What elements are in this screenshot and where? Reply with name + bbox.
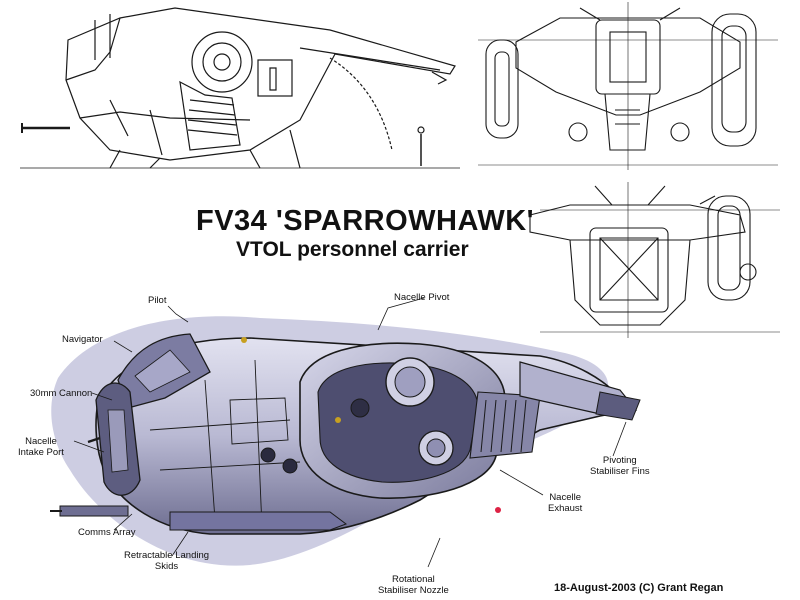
label-stabiliser-nozzle: Rotational Stabiliser Nozzle bbox=[378, 574, 449, 596]
label-nacelle-exhaust-line2: Exhaust bbox=[548, 503, 583, 514]
label-stabiliser-fins: Pivoting Stabiliser Fins bbox=[590, 455, 650, 477]
label-pilot: Pilot bbox=[148, 295, 167, 306]
label-stabiliser-fins-line2: Stabiliser Fins bbox=[590, 466, 650, 477]
side-view-drawing bbox=[20, 7, 460, 169]
plan-view-drawing bbox=[478, 2, 778, 170]
label-navigator: Navigator bbox=[62, 334, 103, 345]
label-nacelle-exhaust: Nacelle Exhaust bbox=[548, 492, 582, 514]
label-landing-skids-line1: Retractable Landing bbox=[124, 550, 210, 561]
label-nacelle-pivot: Nacelle Pivot bbox=[394, 292, 450, 303]
label-nacelle-intake-line1: Nacelle bbox=[25, 436, 57, 447]
label-landing-skids: Retractable Landing Skids bbox=[124, 550, 209, 572]
label-comms-array: Comms Array bbox=[78, 527, 136, 538]
drawing-title: FV34 'SPARROWHAWK' bbox=[196, 205, 535, 237]
front-view-drawing bbox=[529, 182, 780, 338]
label-30mm-cannon: 30mm Cannon bbox=[30, 388, 93, 399]
label-nacelle-exhaust-line1: Nacelle bbox=[549, 492, 581, 503]
label-landing-skids-line2: Skids bbox=[154, 561, 179, 572]
main-illustration bbox=[50, 316, 641, 566]
label-stabiliser-fins-line1: Pivoting bbox=[602, 455, 637, 466]
label-stabiliser-nozzle-line2: Stabiliser Nozzle bbox=[378, 585, 449, 596]
label-stabiliser-nozzle-line1: Rotational bbox=[391, 574, 435, 585]
callout-leaders bbox=[73, 297, 627, 568]
copyright-credit: 18-August-2003 (C) Grant Regan bbox=[554, 582, 724, 594]
label-nacelle-intake-line2: Intake Port bbox=[18, 447, 64, 458]
drawing-subtitle: VTOL personnel carrier bbox=[236, 238, 469, 261]
label-nacelle-intake: Nacelle Intake Port bbox=[18, 436, 64, 458]
